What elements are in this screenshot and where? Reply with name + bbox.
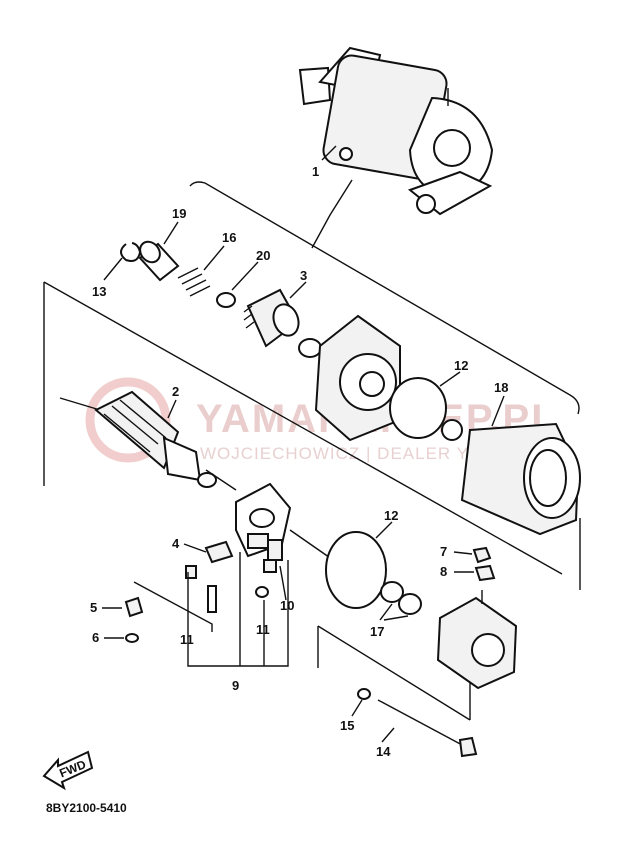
o-ring-lower [325, 531, 387, 609]
callout-5: 5 [90, 600, 97, 615]
brush-left [185, 565, 197, 579]
group-bracket-brushes [133, 552, 289, 667]
callout-15: 15 [340, 718, 354, 733]
callout-19: 19 [172, 206, 186, 221]
callouts: 1 2 3 4 5 6 7 8 9 10 11 11 11 12 12 13 1… [90, 145, 508, 759]
brush-right [263, 559, 277, 573]
callout-9: 9 [232, 678, 239, 693]
brush-holder [204, 540, 234, 564]
leader-motor [311, 179, 353, 249]
washer-20 [216, 292, 236, 308]
callout-20: 20 [256, 248, 270, 263]
diagram-code: 8BY2100-5410 [46, 801, 127, 815]
through-bolt [377, 699, 478, 758]
callout-6: 6 [92, 630, 99, 645]
fwd-arrow: FWD [42, 750, 94, 791]
callout-13: 13 [92, 284, 106, 299]
pinion-gear [243, 288, 300, 348]
brush-spring [255, 586, 269, 598]
circlip [120, 242, 142, 262]
callout-3: 3 [300, 268, 307, 283]
watermark-sub: WOJCIECHOWICZ | DEALER YAMAHA [200, 444, 533, 463]
callout-16: 16 [222, 230, 236, 245]
spring [177, 267, 211, 297]
armature [59, 390, 217, 488]
callout-17: 17 [370, 624, 384, 639]
nut-7 [472, 546, 492, 564]
callout-12-lower: 12 [384, 508, 398, 523]
washer-15 [357, 688, 371, 700]
callout-10: 10 [280, 598, 294, 613]
brush-plate [235, 482, 292, 561]
callout-1: 1 [312, 164, 319, 179]
callout-2: 2 [172, 384, 179, 399]
callout-18: 18 [494, 380, 508, 395]
watermark-logo [85, 377, 171, 463]
rear-cover [436, 590, 518, 690]
callout-11a: 11 [180, 632, 194, 647]
callout-7: 7 [440, 544, 447, 559]
washer-17b [398, 593, 422, 615]
callout-14: 14 [376, 744, 391, 759]
starter-motor-assembly [298, 46, 494, 216]
washer [298, 338, 322, 358]
front-cover [314, 314, 401, 442]
terminal-bolt [207, 585, 217, 613]
washer-17a [380, 581, 404, 603]
nut-5 [124, 596, 144, 618]
washer-6 [125, 633, 139, 643]
o-ring-upper [389, 377, 447, 439]
callout-11b: 11 [256, 622, 270, 637]
nut-8 [474, 564, 496, 582]
yoke [460, 422, 581, 536]
callout-8: 8 [440, 564, 447, 579]
callout-4: 4 [172, 536, 180, 551]
leader-armature [205, 469, 237, 491]
collar [138, 240, 180, 282]
washer-upper [441, 419, 463, 441]
callout-12-upper: 12 [454, 358, 468, 373]
group-bracket-upper [43, 181, 581, 590]
